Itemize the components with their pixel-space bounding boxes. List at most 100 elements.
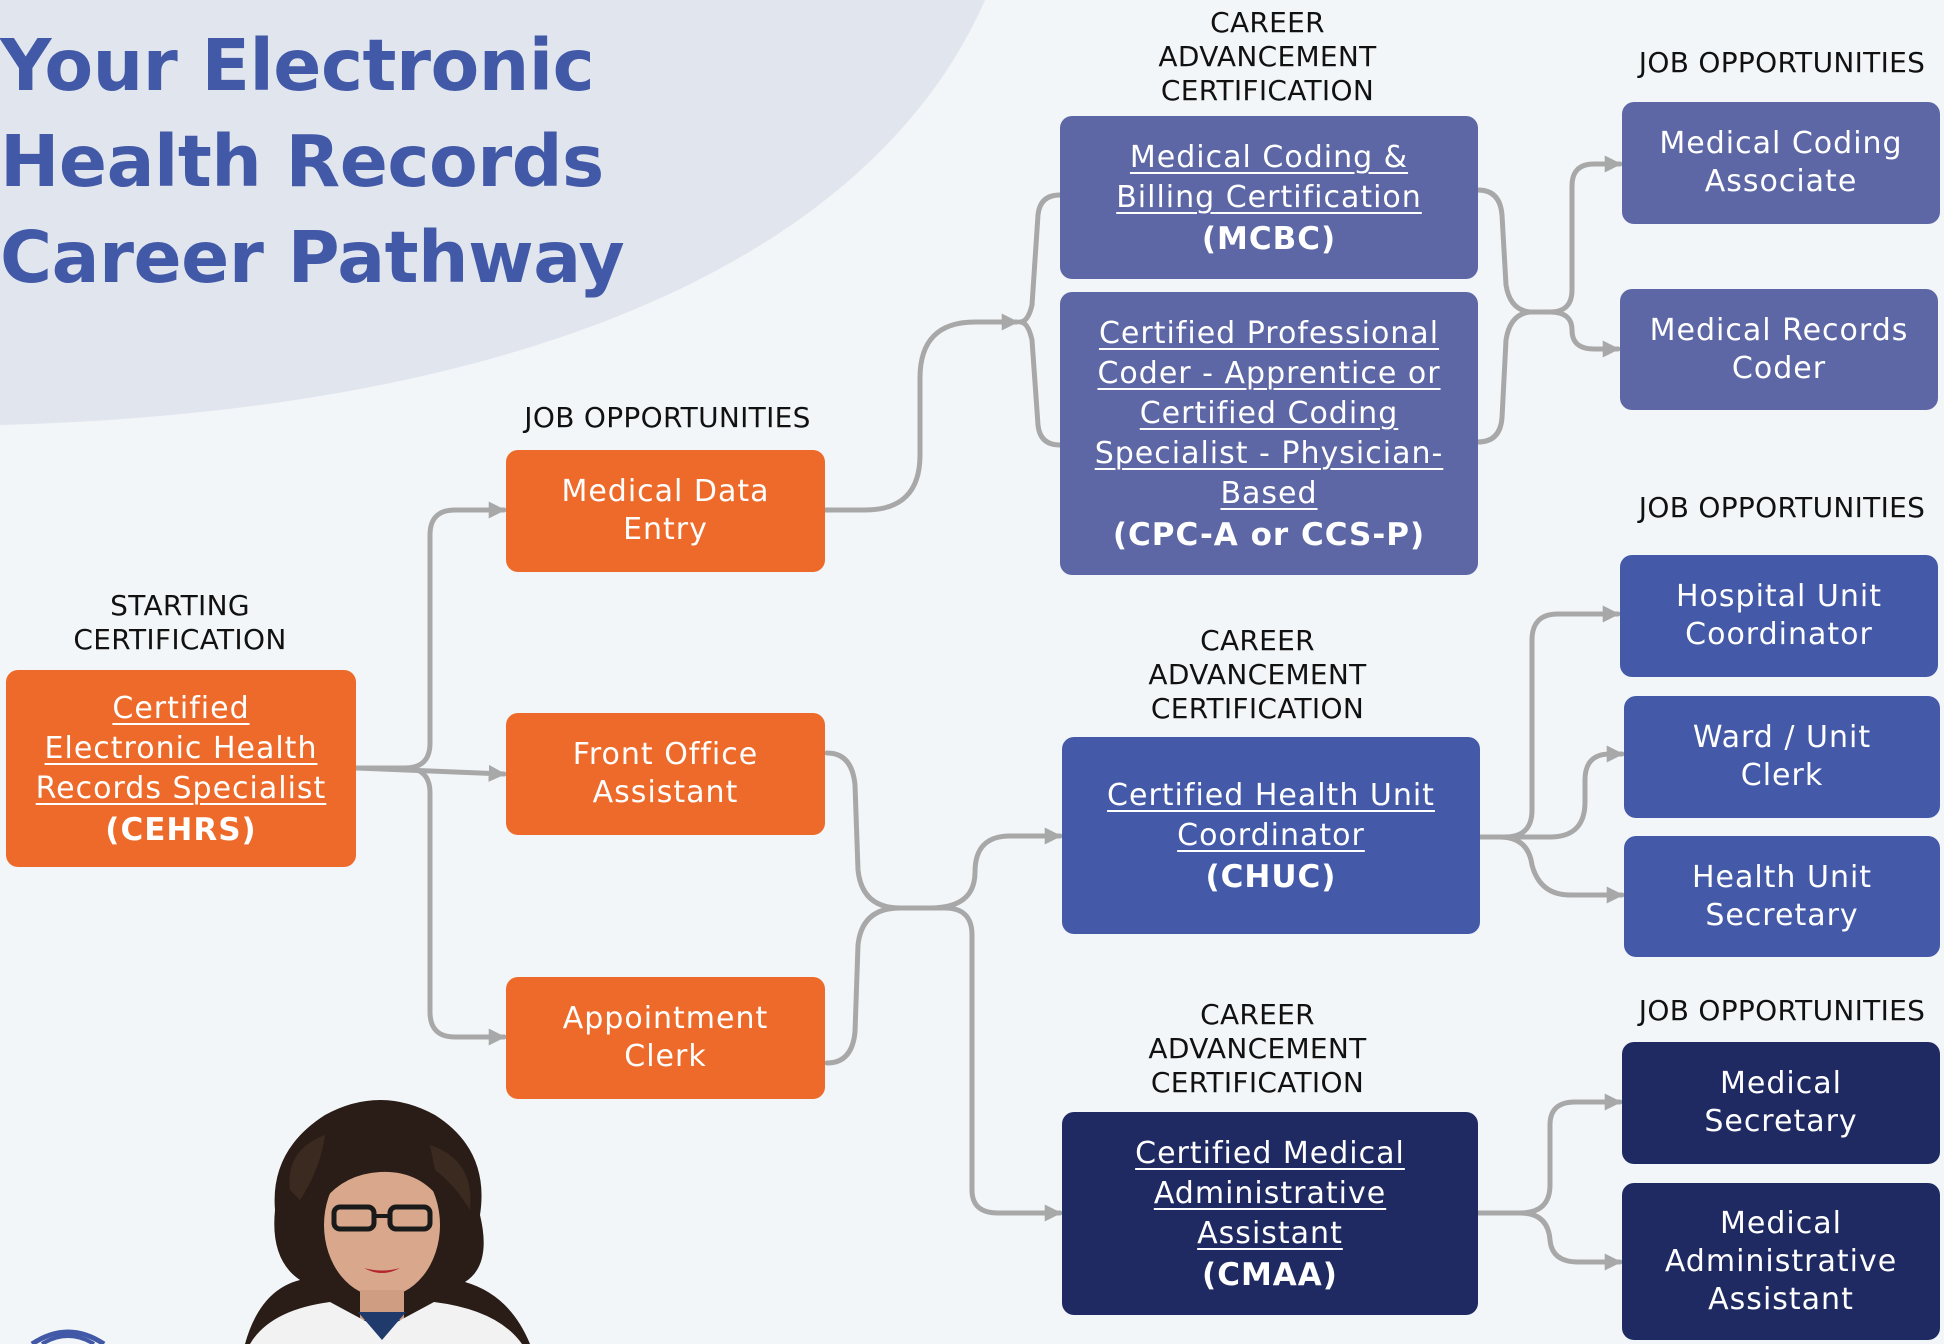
chuc-name-line: Certified Health Unit [1107,777,1435,813]
job-label-line: Hospital Unit [1675,579,1882,614]
cpc-code: (CPC-A or CCS-P) [1112,516,1426,553]
job-label-line: Assistant [592,775,739,810]
connector-to-admin-assistant [1475,1210,1623,1271]
job-front-office-assistant: Front Office Assistant [506,713,825,835]
heading-line: CAREER [1210,6,1325,39]
cehrs-name-line: Electronic Health [44,730,318,766]
title-line-1: Your Electronic [0,24,595,107]
cpc-name-line: Certified Professional [1098,315,1440,351]
connector-data-entry-coding [822,313,1020,513]
admin-jobs-heading: JOB OPPORTUNITIES [1638,994,1926,1027]
heading-line: CAREER [1200,998,1315,1031]
chuc-code: (CHUC) [1205,858,1337,895]
job-label-line: Entry [623,512,708,547]
heading-line: STARTING [110,589,250,622]
job-label-line: Front Office [572,737,759,772]
chuc-certification-box: Certified Health Unit Coordinator (CHUC) [1062,737,1480,934]
job-label-line: Medical Records [1649,312,1909,348]
connector-to-records-coder [1527,309,1621,358]
heading-line: ADVANCEMENT [1148,658,1367,691]
job-ward-unit-clerk: Ward / Unit Clerk [1624,696,1940,818]
starting-certification-heading: STARTING CERTIFICATION [20,589,340,657]
chuc-advancement-heading: CAREER ADVANCEMENT CERTIFICATION [1090,624,1425,726]
heading-line: CERTIFICATION [73,623,287,656]
cehrs-name-line: Records Specialist [35,770,327,806]
connector-to-cmaa [897,905,1063,1222]
connector-cehrs-data-entry [353,501,507,771]
heading-line: CERTIFICATION [1160,74,1375,107]
mcbc-name-line: Medical Coding & [1129,139,1409,175]
job-label-line: Associate [1704,164,1858,199]
job-medical-coding-associate: Medical Coding Associate [1622,102,1940,224]
heading-line: ADVANCEMENT [1148,1032,1367,1065]
cpc-certification-box: Certified Professional Coder - Apprentic… [1060,292,1478,575]
job-label-line: Assistant [1708,1281,1854,1317]
heading-line: CAREER [1200,624,1315,657]
page-title: Your Electronic Health Records Career Pa… [0,18,625,306]
cmaa-certification-box: Certified Medical Administrative Assista… [1062,1112,1478,1315]
mcbc-code: (MCBC) [1201,220,1337,257]
job-label-line: Medical [1720,1066,1842,1101]
job-label-line: Medical Data [561,474,770,509]
person-photo [245,1100,530,1344]
cpc-name-line: Coder - Apprentice or [1097,355,1441,391]
job-label-line: Coder [1731,350,1827,386]
coding-jobs-heading: JOB OPPORTUNITIES [1638,46,1926,79]
job-medical-administrative-assistant: Medical Administrative Assistant [1622,1183,1940,1340]
connector-to-ward-clerk [1477,745,1625,840]
cpc-name-line: Specialist - Physician- [1094,435,1444,471]
job-label-line: Secretary [1704,1104,1858,1139]
heading-line: CERTIFICATION [1150,692,1365,725]
job-label-line: Administrative [1664,1243,1898,1279]
cehrs-code: (CEHRS) [105,811,257,848]
job-label-line: Clerk [624,1039,707,1074]
cmaa-advancement-heading: CAREER ADVANCEMENT CERTIFICATION [1090,998,1425,1100]
connector-coding-jobs [1475,187,1533,445]
cehrs-certification-box: Certified Electronic Health Records Spec… [6,670,356,867]
job-label-line: Appointment [562,1001,769,1036]
connector-to-chuc [897,827,1063,911]
title-line-3: Career Pathway [0,216,625,299]
job-label-line: Secretary [1705,897,1859,933]
job-hospital-unit-coordinator: Hospital Unit Coordinator [1620,555,1938,677]
unit-jobs-heading: JOB OPPORTUNITIES [1638,491,1926,524]
cpc-name-line: Based [1220,475,1318,511]
mcbc-name-line: Billing Certification [1116,179,1422,215]
mcbc-certification-box: Medical Coding & Billing Certification (… [1060,116,1478,279]
heading-line: ADVANCEMENT [1158,40,1377,73]
connector-to-hospital-coordinator [1477,605,1621,840]
cmaa-name-line: Administrative [1153,1175,1387,1211]
cehrs-name-line: Certified [112,690,250,726]
job-label-line: Health Unit [1691,859,1873,895]
connector-cehrs-appointment [353,765,507,1046]
connector-to-coding-associate [1527,155,1623,315]
connector-front-office-merge [824,750,903,911]
job-label-line: Medical [1720,1205,1842,1241]
job-medical-records-coder: Medical Records Coder [1620,289,1938,410]
cmaa-name-line: Certified Medical [1135,1135,1405,1171]
cpc-name-line: Certified Coding [1139,395,1399,431]
connector-to-unit-secretary [1477,834,1625,904]
chuc-name-line: Coordinator [1177,817,1365,853]
job-appointment-clerk: Appointment Clerk [506,977,825,1099]
logo-icon [30,1329,106,1344]
title-line-2: Health Records [0,120,604,203]
job-medical-data-entry: Medical Data Entry [506,450,825,572]
job-label-line: Medical Coding [1659,126,1903,161]
connector-to-medical-secretary [1475,1093,1623,1216]
connector-appointment-merge [824,905,903,1066]
coding-advancement-heading: CAREER ADVANCEMENT CERTIFICATION [1100,6,1435,108]
job-health-unit-secretary: Health Unit Secretary [1624,836,1940,957]
entry-jobs-heading: JOB OPPORTUNITIES [524,401,811,434]
job-label-line: Clerk [1740,758,1824,793]
job-label-line: Ward / Unit [1692,720,1872,755]
connector-coding-brace [1017,192,1063,448]
job-label-line: Coordinator [1685,617,1873,652]
heading-line: CERTIFICATION [1150,1066,1365,1099]
cmaa-code: (CMAA) [1202,1256,1338,1293]
job-medical-secretary: Medical Secretary [1622,1042,1940,1164]
cmaa-name-line: Assistant [1197,1215,1343,1251]
